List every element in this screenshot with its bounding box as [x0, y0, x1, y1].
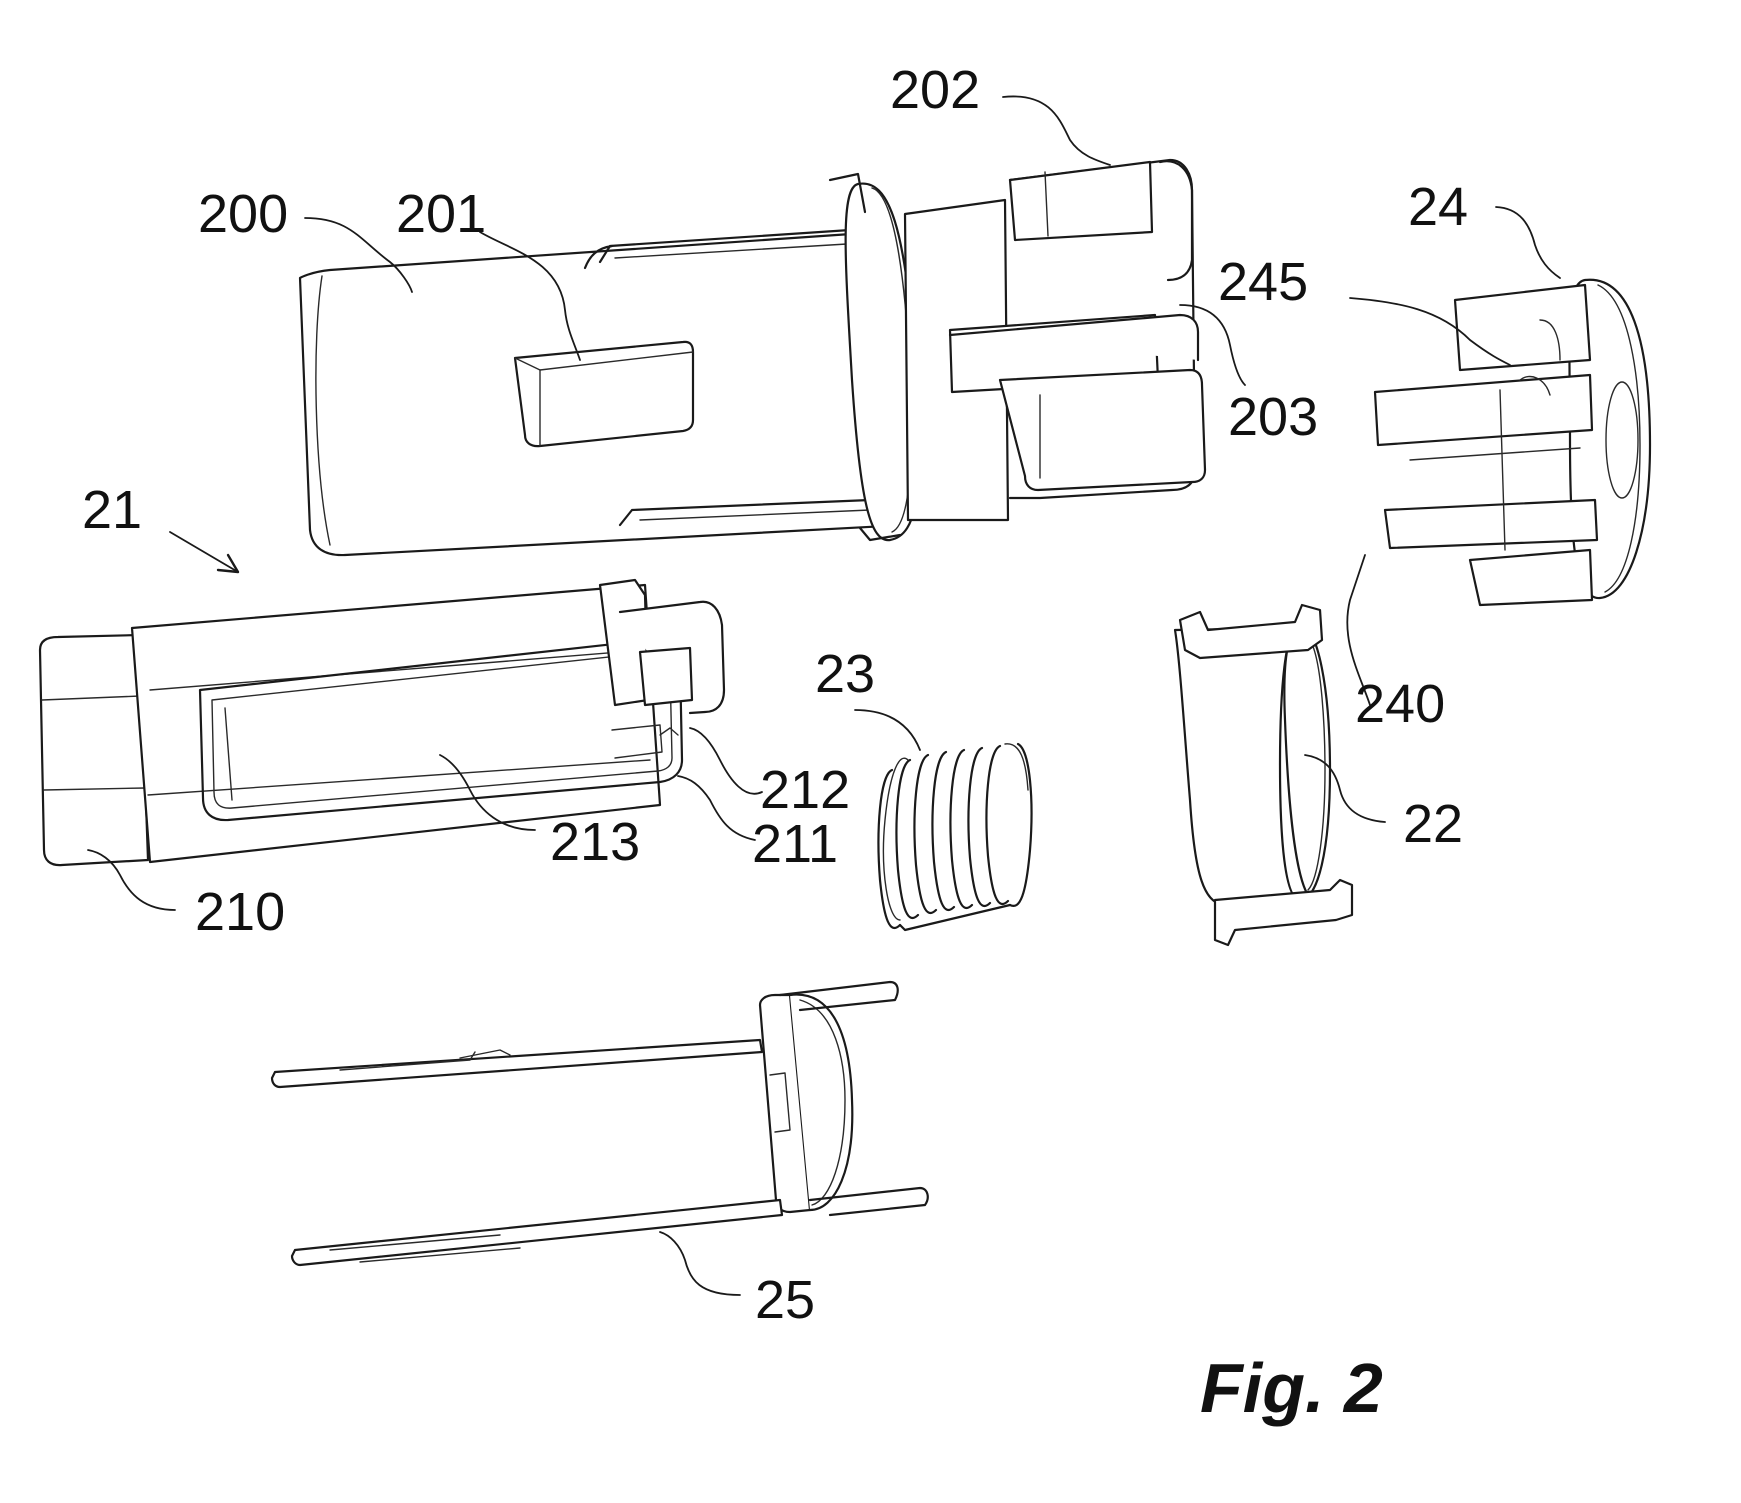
label-203: 203 — [1228, 387, 1318, 447]
label-245: 245 — [1218, 252, 1308, 312]
label-202: 202 — [890, 60, 980, 120]
ring-part-22 — [1173, 603, 1354, 947]
figure-caption: Fig. 2 — [1200, 1349, 1383, 1427]
label-22: 22 — [1403, 794, 1463, 854]
label-211: 211 — [752, 814, 838, 874]
label-24: 24 — [1408, 177, 1468, 237]
frame-part-25 — [270, 980, 929, 1267]
label-210: 210 — [195, 882, 285, 942]
label-212: 212 — [760, 760, 850, 820]
end-cap-part-24 — [1373, 278, 1652, 607]
label-240: 240 — [1355, 674, 1445, 734]
label-25: 25 — [755, 1270, 815, 1330]
label-200: 200 — [198, 184, 288, 244]
carrier-part-21 — [38, 578, 726, 867]
leader-lines — [87, 95, 1561, 1296]
housing-part-200 — [298, 158, 1207, 557]
reference-labels: 200 201 202 203 24 245 240 21 23 212 211… — [82, 60, 1468, 1330]
label-201: 201 — [396, 184, 486, 244]
spring-part-23 — [877, 742, 1033, 932]
label-21: 21 — [82, 480, 142, 540]
label-23: 23 — [815, 644, 875, 704]
label-213: 213 — [550, 812, 640, 872]
